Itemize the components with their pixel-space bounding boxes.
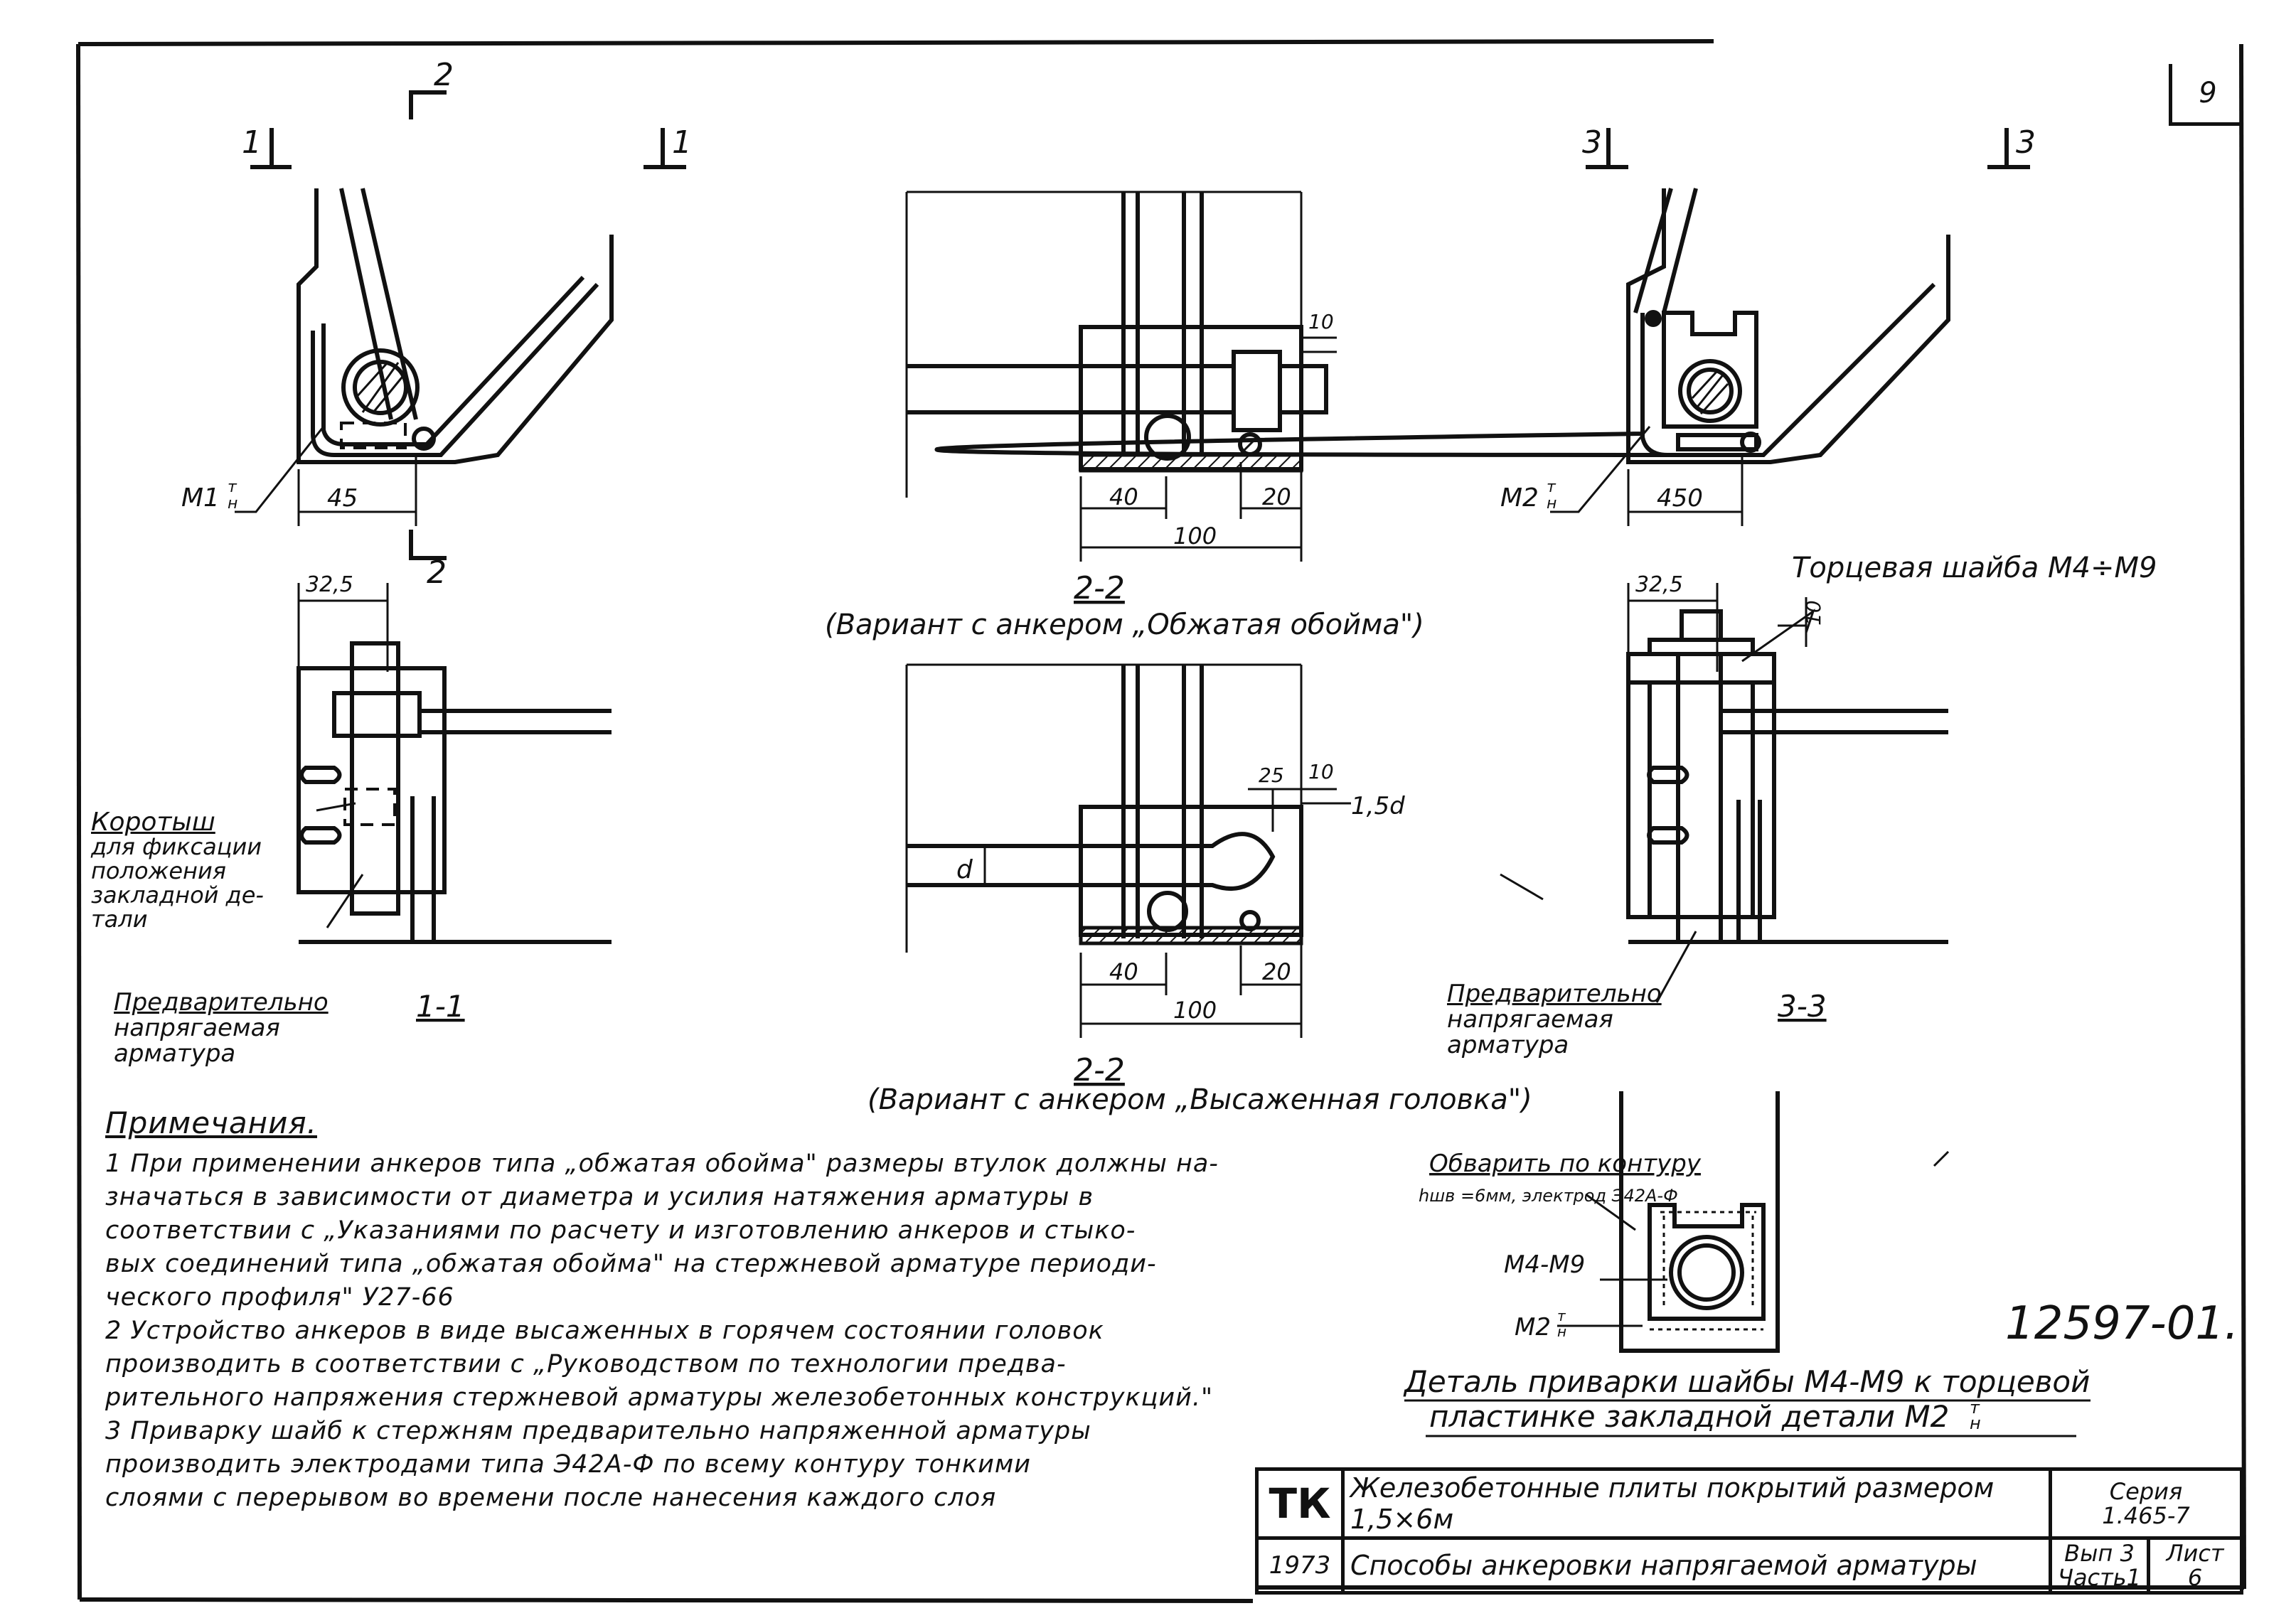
notes-block: Примечания. 1 При применении анкеров тип… <box>105 1105 1243 1515</box>
subcaption-2-2-b: (Вариант с анкером „Высаженная головка") <box>867 1083 1532 1116</box>
section-2-2-variant-b <box>905 663 1351 1038</box>
section-label-3-left: 3 <box>1582 124 1602 161</box>
title-block-issue: Вып 3 <box>2064 1540 2135 1567</box>
label-korotysh: Коротыш <box>91 808 215 837</box>
label-prestress-left-desc: напрягаемая арматура <box>114 1014 280 1068</box>
label-weld: Обварить по контуру <box>1429 1150 1702 1178</box>
subcaption-2-2-a: (Вариант с анкером „Обжатая обойма") <box>825 609 1424 641</box>
title-block-issue-cell: Вып 3 Часть1 <box>2049 1536 2150 1595</box>
dim-100-b: 100 <box>1173 997 1217 1024</box>
dim-10-c: 10 <box>1802 600 1825 626</box>
title-block-sheet-label: Лист <box>2166 1540 2224 1567</box>
dim-20-a: 20 <box>1262 483 1291 510</box>
dim-d: d <box>956 855 973 884</box>
label-prestress-right: Предварительно <box>1447 980 1662 1008</box>
weld-caption-line2-sup: т <box>1970 1398 1980 1418</box>
part-label-m2-sub: н <box>1547 495 1557 513</box>
title-block-org: ТК <box>1255 1467 1345 1540</box>
caption-2-2-b: 2-2 <box>1074 1052 1125 1088</box>
dim-40-a: 40 <box>1109 483 1138 510</box>
label-torcevaya-shaiba: Торцевая шайба М4÷М9 <box>1792 552 2157 584</box>
detail-top-left <box>235 90 686 560</box>
section-mark-3-right <box>1987 128 2030 169</box>
title-block: ТК Железобетонные плиты покрытий размеро… <box>1255 1467 2243 1595</box>
detail-top-right <box>934 128 2030 526</box>
section-mark-3-left <box>1586 128 1628 169</box>
sheet-number: 9 <box>2169 64 2243 126</box>
section-label-3-right: 3 <box>2016 124 2036 161</box>
label-prestress-right-block: Предварительно напрягаемая арматура <box>1447 981 1662 1058</box>
note-item-3: 3 Приварку шайб к стержням предварительн… <box>105 1417 1091 1512</box>
dim-25-b: 25 <box>1259 764 1284 787</box>
weld-caption-line2-sub: н <box>1970 1413 1981 1433</box>
weld-detail <box>1557 1091 1780 1353</box>
part-label-m1: M1 <box>181 483 220 513</box>
label-korotysh-desc: для фиксации положения закладной де- тал… <box>91 833 264 933</box>
stray-marks <box>1500 873 1950 1167</box>
dim-100-a: 100 <box>1173 523 1217 550</box>
part-label-m2: M2 <box>1500 483 1539 513</box>
label-m2-weld: М2 <box>1515 1313 1551 1341</box>
title-block-series-value: 1.465-7 <box>2102 1502 2190 1529</box>
part-label-m1-sup: т <box>228 478 237 496</box>
dim-10-b: 10 <box>1308 760 1334 783</box>
label-prestress-right-desc: напрягаемая арматура <box>1447 1005 1613 1059</box>
notes-title: Примечания. <box>105 1105 317 1140</box>
section-3-3 <box>1626 583 1948 1003</box>
section-mark-1-right <box>644 128 686 169</box>
section-mark-2-bottom <box>409 530 447 560</box>
section-1-1 <box>297 583 612 944</box>
label-m2-weld-sub: н <box>1557 1323 1566 1340</box>
title-block-part: Часть1 <box>2058 1564 2141 1591</box>
title-block-series-label: Серия <box>2109 1478 2183 1505</box>
note-item-1: 1 При применении анкеров типа „обжатая о… <box>105 1150 1219 1312</box>
label-prestress-left-block: Предварительно напрягаемая арматура <box>114 990 329 1066</box>
weld-caption-line1: Деталь приварки шайбы М4-М9 к торцевой <box>1403 1364 2090 1399</box>
section-label-2-top: 2 <box>434 57 454 93</box>
section-label-2-bottom: 2 <box>427 555 447 591</box>
caption-1-1: 1-1 <box>416 989 465 1024</box>
dim-1-5d: 1,5d <box>1351 792 1405 820</box>
section-label-1-right: 1 <box>672 124 692 161</box>
weld-caption-line2: пластинке закладной детали М2 <box>1429 1399 1949 1434</box>
label-m4-m9: М4-М9 <box>1504 1250 1585 1279</box>
label-prestress-left: Предварительно <box>114 988 329 1017</box>
document-number: 12597-01. <box>2005 1297 2239 1350</box>
title-block-sheet-value: 6 <box>2187 1564 2203 1591</box>
part-label-m1-sub: н <box>228 495 237 513</box>
section-mark-2-top <box>409 90 447 119</box>
dim-20-b: 20 <box>1262 958 1291 985</box>
dim-10-a: 10 <box>1308 310 1334 333</box>
dim-40-b: 40 <box>1109 958 1138 985</box>
label-weld-desc: hшв =6мм, электрод Э42А-Ф <box>1419 1186 1678 1206</box>
dim-32-5-right: 32,5 <box>1635 572 1683 597</box>
dim-32-5-left: 32,5 <box>306 572 353 597</box>
title-block-subtitle: Способы анкеровки напрягаемой арматуры <box>1341 1536 2052 1595</box>
part-label-m2-sup: т <box>1547 478 1557 496</box>
title-block-year: 1973 <box>1255 1536 1345 1595</box>
title-block-series-cell: Серия 1.465-7 <box>2049 1467 2243 1540</box>
caption-3-3: 3-3 <box>1778 989 1827 1024</box>
note-item-2: 2 Устройство анкеров в виде высаженных в… <box>105 1317 1214 1412</box>
title-block-title: Железобетонные плиты покрытий размером 1… <box>1341 1467 2052 1540</box>
drawing-labels: 1 1 2 2 3 3 M1 т н 45 M2 т н 450 32,5 1-… <box>181 57 2157 1437</box>
title-block-sheet-cell: Лист 6 <box>2147 1536 2243 1595</box>
caption-2-2-a: 2-2 <box>1074 570 1125 606</box>
section-mark-1-left <box>250 128 292 169</box>
dim-45: 45 <box>327 484 358 513</box>
label-korotysh-block: Коротыш для фиксации положения закладной… <box>91 808 264 933</box>
section-label-1-left: 1 <box>242 124 262 161</box>
dim-450: 450 <box>1657 484 1703 513</box>
label-m2-weld-sup: т <box>1557 1307 1566 1324</box>
